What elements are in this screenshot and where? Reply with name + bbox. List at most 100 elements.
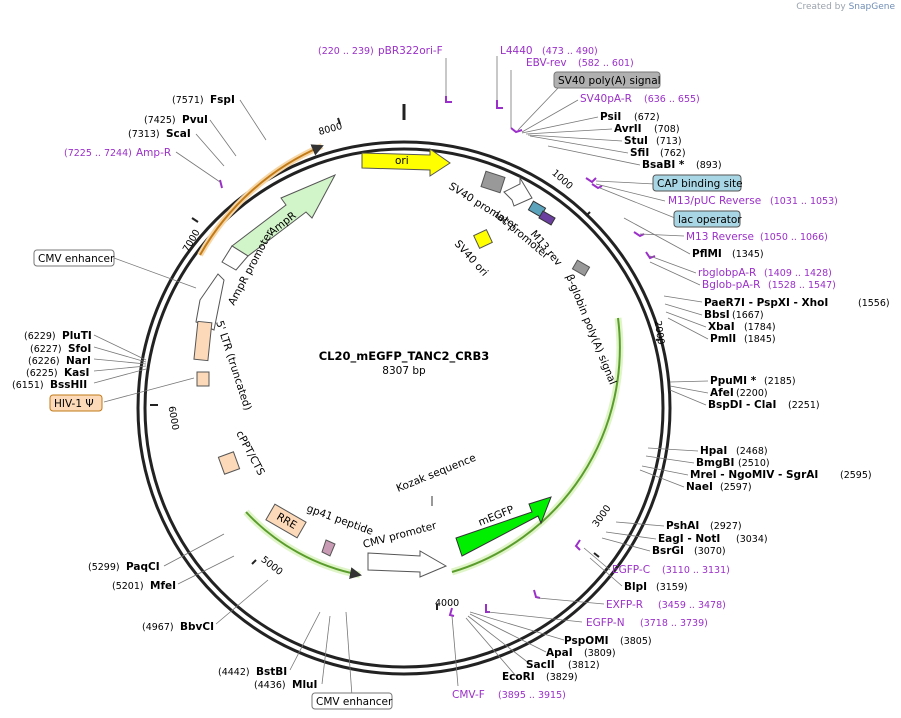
site-afei: AfeI: [710, 387, 734, 399]
primer-egfp-n: EGFP-N: [586, 617, 625, 629]
primer-cmv-f: CMV-F: [452, 689, 485, 701]
hiv-text: HIV-1 Ψ: [54, 398, 94, 410]
tick-2000: 2000: [652, 320, 666, 345]
plasmid-size: 8307 bp: [382, 365, 426, 377]
snapgene-credit: Created by SnapGene: [796, 2, 895, 12]
site-pshai-pos: (2927): [710, 521, 742, 532]
feature-arcs: [197, 143, 624, 580]
cmv-enhancer-left-box: [33, 249, 115, 267]
primer-exfp-r-pos: (3459 .. 3478): [658, 600, 726, 611]
rre-feature: [265, 503, 307, 539]
site-blpi: BlpI: [624, 581, 647, 593]
site-pluti-pos: (6229): [24, 331, 56, 342]
site-pmli: PmlI: [710, 333, 736, 345]
site-pspomi-pos: (3805): [620, 636, 652, 647]
site-sacii: SacII: [526, 659, 555, 671]
site-bstbi-pos: (4442): [218, 667, 250, 678]
cap-text: CAP binding site: [657, 178, 743, 190]
site-pflmi-pos: (1345): [732, 249, 764, 260]
backbone-outer: [136, 140, 672, 676]
site-scai: ScaI: [166, 128, 191, 140]
site-mlui-pos: (4436): [254, 680, 286, 691]
site-ppumi-pos: (2185): [764, 376, 796, 387]
site-pvui: PvuI: [182, 114, 208, 126]
sv40-ori-feature: [473, 229, 493, 249]
hiv-box: [49, 394, 103, 412]
bglobin-arc: [451, 317, 621, 573]
backbone-inner: [143, 147, 665, 669]
site-afei-pos: (2200): [736, 388, 768, 399]
site-ecori: EcoRI: [502, 671, 535, 683]
site-fspi: FspI: [210, 94, 235, 106]
primer-m13-puc-reverse-pos: (1031 .. 1053): [770, 196, 838, 207]
site-naei-pos: (2597): [720, 482, 752, 493]
sv40-polya-text: SV40 poly(A) signal: [558, 75, 661, 87]
site-sacii-pos: (3812): [568, 660, 600, 671]
primer-l4440: L4440: [500, 45, 533, 57]
sites-left: (7571)FspI (7425)PvuI (7313)ScaI (6229)P…: [12, 94, 317, 691]
site-avrii-pos: (708): [654, 124, 680, 135]
cmv-promoter-feature: [367, 550, 448, 578]
lac-operator-box: [673, 210, 741, 228]
site-apai: ApaI: [546, 647, 573, 659]
cppt-label: cPPT/CTS: [233, 429, 267, 478]
site-fspi-pos: (7571): [172, 95, 204, 106]
site-hpai: HpaI: [700, 445, 727, 457]
site-ppumi: PpuMI *: [710, 375, 757, 387]
site-sfoi: SfoI: [68, 343, 91, 355]
primer-sv40pa-r: SV40pA-R: [580, 93, 632, 105]
site-clai: BspDI - ClaI: [708, 399, 776, 411]
primer-egfp-c: EGFP-C: [612, 564, 650, 576]
credit-prefix: Created by: [796, 2, 846, 12]
ltr-feature: [193, 320, 213, 362]
cmv-enhancer-bottom-text: CMV enhancer: [316, 696, 393, 708]
cmv-arc: [245, 511, 362, 580]
site-sfoi-pos: (6227): [30, 344, 62, 355]
boxed-labels: SV40 poly(A) signal CAP binding site lac…: [33, 71, 743, 710]
site-scai-pos: (7313): [128, 129, 160, 140]
primer-ebv-rev-pos: (582 .. 601): [578, 58, 634, 69]
site-bmgbi: BmgBI: [696, 457, 734, 469]
primer-m13-reverse: M13 Reverse: [686, 231, 754, 243]
primer-bglob-pa-r-pos: (1528 .. 1547): [768, 280, 836, 291]
cmv-promoter-label: CMV promoter: [362, 520, 439, 551]
site-apai-pos: (3809): [584, 648, 616, 659]
site-clai-pos: (2251): [788, 400, 820, 411]
primer-marks: [219, 96, 656, 617]
gp41-label: gp41 peptide: [305, 503, 375, 538]
cap-box: [652, 174, 742, 192]
primer-egfp-c-pos: (3110 .. 3131): [662, 565, 730, 576]
hiv-feature: [196, 371, 210, 387]
ori-feature: [361, 148, 451, 177]
site-blpi-pos: (3159): [656, 582, 688, 593]
primer-egfp-n-pos: (3718 .. 3739): [640, 618, 708, 629]
tick-6000: 6000: [166, 405, 181, 431]
site-pmli-pos: (1845): [744, 334, 776, 345]
sv40-promoter-feature: [503, 176, 533, 207]
ltr-outline: [195, 273, 225, 331]
primer-bglob-pa-r: Bglob-pA-R: [702, 279, 760, 291]
sv40-polya-feature: [480, 170, 506, 194]
site-kasi: KasI: [64, 367, 89, 379]
primer-amp-r: Amp-R: [136, 147, 171, 159]
site-hpai-pos: (2468): [736, 446, 768, 457]
site-bbvci: BbvCI: [180, 621, 214, 633]
tick-5000: 5000: [259, 554, 285, 578]
site-avrii: AvrII: [614, 123, 642, 135]
site-noti-pos: (3034): [736, 534, 768, 545]
site-bmgbi-pos: (2510): [738, 458, 770, 469]
site-bbsi: BbsI: [704, 309, 730, 321]
sites-right: PsiI(672) AvrII(708) StuI(713) SfiI(762)…: [502, 111, 890, 683]
site-sgrai: MreI - NgoMIV - SgrAI: [690, 469, 818, 481]
site-bsshii: BssHII: [50, 379, 87, 391]
primer-rbglobpa-r-pos: (1409 .. 1428): [764, 268, 832, 279]
site-bsshii-pos: (6151): [12, 380, 44, 391]
site-noti: EagI - NotI: [658, 533, 720, 545]
site-xbai: XbaI: [708, 321, 735, 333]
site-nari: NarI: [66, 355, 91, 367]
site-psii: PsiI: [600, 111, 621, 123]
lac-operator-feature: [538, 210, 556, 226]
primer-pbr322ori-f-pos: (220 .. 239): [318, 46, 374, 57]
site-pshai: PshAI: [666, 520, 699, 532]
site-psii-pos: (672): [634, 112, 660, 123]
